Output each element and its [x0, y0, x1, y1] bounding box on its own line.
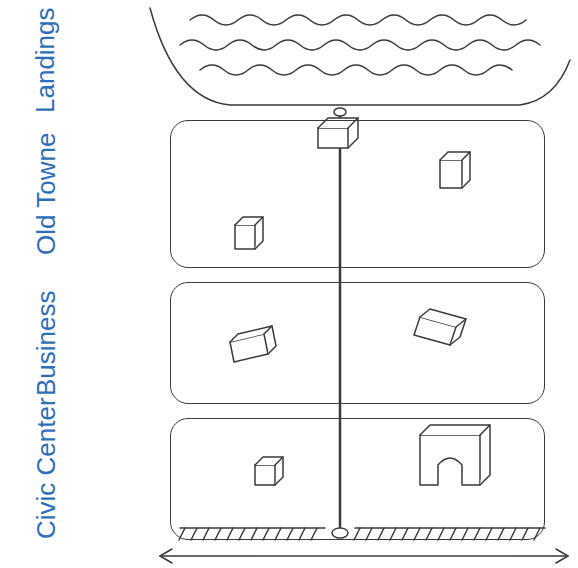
district-label: Civic Center [31, 419, 62, 539]
building [230, 326, 276, 362]
landing-building [318, 118, 358, 148]
district-label: Old Towne [31, 121, 62, 267]
axis-node [334, 108, 346, 116]
water-wave [190, 15, 526, 25]
water-wave [180, 40, 540, 50]
civic-building [420, 425, 490, 485]
double-arrow [160, 549, 568, 563]
water-wave [200, 65, 512, 75]
district-block: Old Towne [170, 120, 545, 268]
axis-node [332, 528, 348, 538]
district-block: Civic Center [170, 418, 545, 540]
district-label: Business [31, 283, 62, 403]
area-label: Landings [30, 5, 61, 115]
district-block: Business [170, 282, 545, 404]
building [255, 457, 283, 485]
building [235, 217, 263, 249]
plaza-hatch [179, 528, 545, 540]
main-axis [339, 110, 342, 535]
building [440, 152, 470, 188]
building [414, 309, 466, 345]
shoreline [150, 8, 570, 105]
